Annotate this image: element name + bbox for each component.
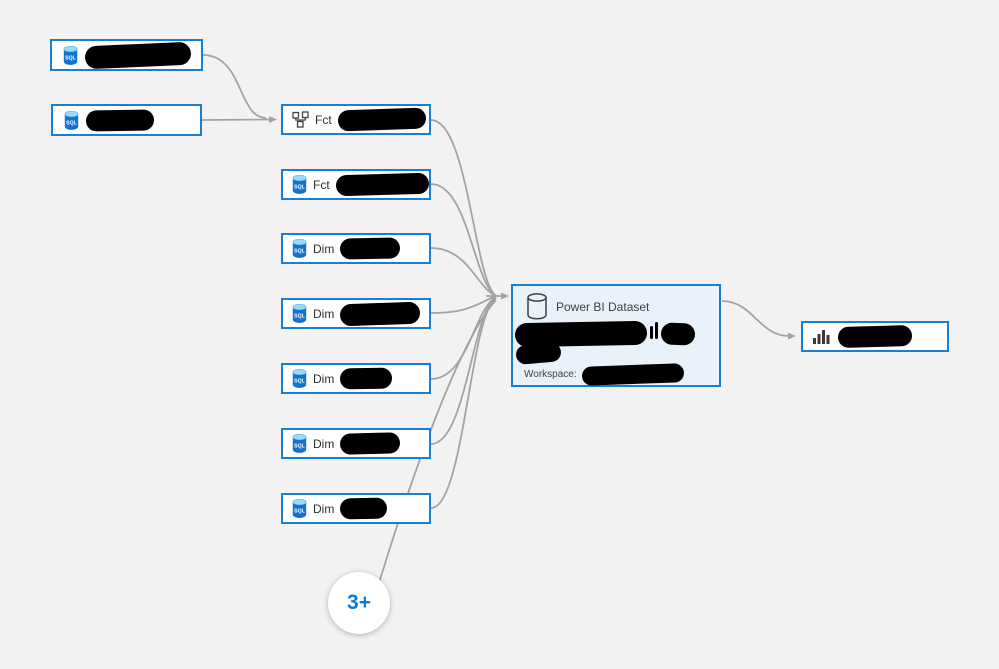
- edge-source-bottom-to-fct: [201, 116, 277, 124]
- edge-table1-to-dataset: [430, 183, 497, 297]
- table-node-fct-1[interactable]: SQL Fct: [281, 169, 431, 200]
- sql-icon-label: SQL: [294, 185, 305, 191]
- redacted-label: [85, 108, 155, 132]
- redaction-segment: [660, 322, 696, 346]
- redacted-label: [337, 107, 427, 132]
- source-node-bottom[interactable]: SQL: [51, 104, 202, 136]
- redacted-label: [84, 41, 192, 69]
- sql-database-icon: SQL: [292, 304, 307, 323]
- table-node-dim-4[interactable]: SQL Dim: [281, 363, 431, 394]
- more-nodes-count: 3+: [347, 591, 371, 614]
- edge-table5-to-dataset: [430, 296, 497, 445]
- sql-database-icon: SQL: [292, 239, 307, 258]
- table-node-dim-5[interactable]: SQL Dim: [281, 428, 431, 459]
- sql-icon-label: SQL: [65, 55, 76, 61]
- table-node-dim-3[interactable]: SQL Dim: [281, 298, 431, 329]
- redacted-workspace-name: [581, 362, 684, 386]
- bar-chart-icon: [813, 330, 830, 344]
- table-label-prefix: Dim: [313, 306, 335, 321]
- redacted-label: [340, 367, 393, 390]
- redacted-dataset-name: [514, 320, 696, 348]
- edge-source-top-to-fct: [202, 54, 267, 119]
- redacted-label: [340, 432, 401, 455]
- table-label-prefix: Dim: [313, 436, 335, 451]
- sql-icon-label: SQL: [294, 249, 305, 255]
- sql-database-icon: SQL: [292, 175, 307, 194]
- table-node-fct-0[interactable]: Fct: [281, 104, 431, 135]
- redaction-segment: [514, 320, 648, 348]
- redacted-label: [335, 172, 429, 197]
- sql-database-icon: SQL: [292, 499, 307, 518]
- edge-table0-to-dataset: [430, 119, 497, 297]
- source-node-top[interactable]: SQL: [50, 39, 203, 71]
- sql-database-icon: SQL: [292, 434, 307, 453]
- edge-table2-to-dataset: [430, 247, 497, 297]
- lineage-hierarchy-icon: [292, 111, 309, 128]
- table-node-dim-2[interactable]: SQL Dim: [281, 233, 431, 264]
- sql-database-icon: SQL: [63, 45, 78, 65]
- edge-dataset-to-report: [721, 300, 796, 340]
- redacted-dataset-name-line2: [515, 342, 562, 365]
- table-label-prefix: Dim: [313, 241, 335, 256]
- sql-icon-label: SQL: [294, 314, 305, 320]
- sql-icon-label: SQL: [66, 120, 77, 126]
- sql-icon-label: SQL: [294, 444, 305, 450]
- redaction-tick: [650, 326, 653, 339]
- sql-icon-label: SQL: [294, 509, 305, 515]
- database-cylinder-icon: [527, 293, 547, 320]
- table-label-prefix: Dim: [313, 371, 335, 386]
- table-label-prefix: Fct: [315, 112, 332, 127]
- redaction-tick: [655, 322, 658, 339]
- table-label-prefix: Fct: [313, 177, 330, 192]
- dataset-type-label: Power BI Dataset: [556, 299, 650, 314]
- table-label-prefix: Dim: [313, 501, 335, 516]
- redacted-label: [340, 497, 388, 520]
- more-nodes-badge[interactable]: 3+: [328, 572, 390, 634]
- powerbi-dataset-node[interactable]: Power BI Dataset Workspace:: [511, 284, 721, 387]
- workspace-label: Workspace:: [524, 368, 577, 380]
- report-node[interactable]: [801, 321, 949, 352]
- edge-table3-to-dataset: [430, 295, 497, 314]
- sql-database-icon: SQL: [292, 369, 307, 388]
- sql-icon-label: SQL: [294, 379, 305, 385]
- redacted-label: [340, 237, 401, 260]
- table-node-dim-6[interactable]: SQL Dim: [281, 493, 431, 524]
- sql-database-icon: SQL: [64, 110, 79, 130]
- redacted-label: [837, 325, 913, 348]
- redacted-label: [339, 301, 421, 326]
